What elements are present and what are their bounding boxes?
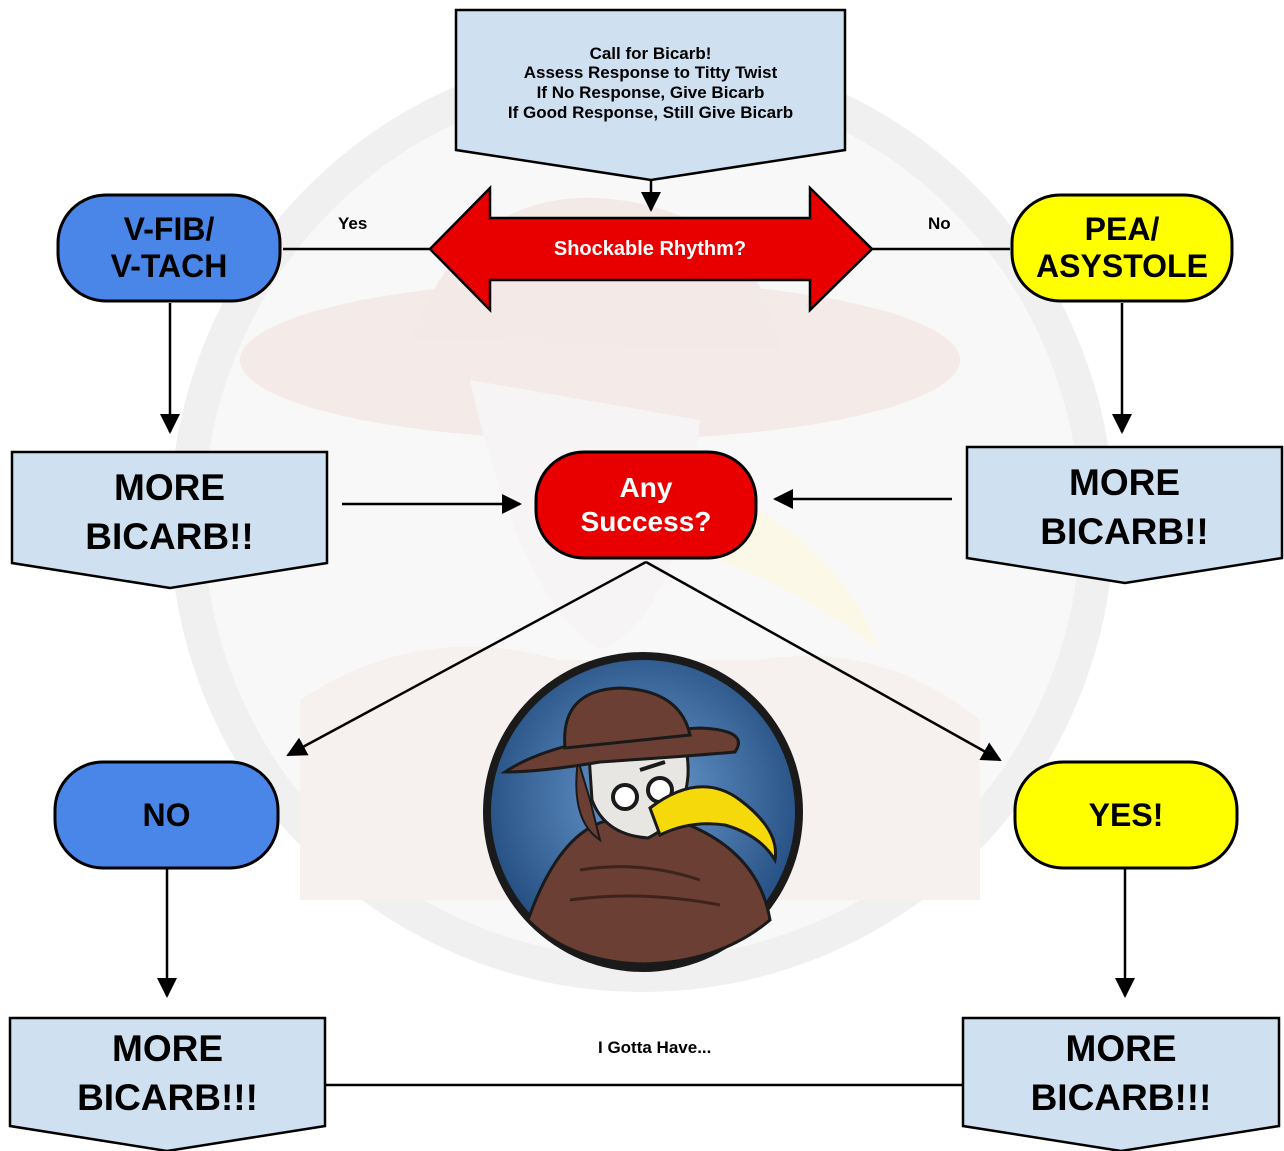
- bottom-edge-label: I Gotta Have...: [598, 1038, 712, 1057]
- left-rhythm-line-1: V-FIB/: [123, 211, 215, 248]
- left-rhythm-shape: [56, 193, 282, 303]
- connectors: [157, 178, 1135, 1087]
- bottom-right-box-shape: [961, 1016, 1281, 1151]
- mid-right-box: MORE BICARB!!: [967, 453, 1282, 563]
- bottom-right-box-line-2: BICARB!!!: [1030, 1077, 1212, 1118]
- outcome-yes-node: YES!: [1015, 762, 1237, 868]
- no-edge-label: No: [928, 214, 951, 233]
- bottom-right-box: MORE BICARB!!!: [963, 1024, 1279, 1124]
- top-box-line-1: Call for Bicarb!: [589, 43, 712, 63]
- top-box-line-2: Assess Response to Titty Twist: [523, 63, 778, 83]
- mid-right-box-line-2: BICARB!!: [1040, 511, 1209, 552]
- mid-right-box-line-1: MORE: [1069, 462, 1180, 504]
- success-to-no-connector: [286, 560, 647, 757]
- mid-left-box: MORE BICARB!!: [12, 458, 327, 568]
- success-line-1: Any: [619, 471, 673, 503]
- decision-node: Shockable Rhythm?: [490, 226, 810, 272]
- mid-left-box-shape: [10, 450, 329, 590]
- top-box-line-4: If Good Response, Still Give Bicarb: [507, 102, 794, 122]
- left-rhythm-line-2: V-TACH: [110, 248, 228, 284]
- mid-right-box-shape: [965, 445, 1284, 585]
- bottom-right-box-line-1: MORE: [1065, 1028, 1177, 1070]
- outcome-no-label: NO: [142, 796, 191, 833]
- top-box-shape: [454, 8, 847, 182]
- success-shape: [534, 450, 758, 560]
- success-line-2: Success?: [580, 506, 712, 537]
- top-box-line-3: If No Response, Give Bicarb: [536, 83, 765, 102]
- bottom-left-box-shape: [8, 1016, 327, 1151]
- outcome-no-shape: [53, 760, 280, 870]
- decision-double-arrow: [428, 184, 874, 314]
- outcome-yes-label: YES!: [1088, 796, 1164, 833]
- bottom-left-box-line-1: MORE: [112, 1028, 223, 1070]
- mid-left-box-line-2: BICARB!!: [85, 516, 254, 557]
- left-rhythm-node: V-FIB/ V-TACH: [58, 195, 280, 301]
- right-rhythm-node: PEA/ ASYSTOLE: [1012, 195, 1232, 301]
- top-box: Call for Bicarb! Assess Response to Titt…: [456, 28, 845, 138]
- bottom-left-box: MORE BICARB!!!: [10, 1024, 325, 1124]
- success-to-yes-connector: [645, 560, 1002, 762]
- outcome-yes-shape: [1013, 760, 1239, 870]
- right-rhythm-line-2: ASYSTOLE: [1036, 248, 1208, 284]
- success-node: Any Success?: [536, 452, 756, 558]
- mid-left-box-line-1: MORE: [114, 467, 225, 509]
- decision-label: Shockable Rhythm?: [553, 237, 747, 260]
- outcome-no-node: NO: [55, 762, 278, 868]
- bottom-left-box-line-2: BICARB!!!: [77, 1077, 258, 1118]
- yes-edge-label: Yes: [338, 214, 368, 233]
- right-rhythm-shape: [1010, 193, 1234, 303]
- right-rhythm-line-1: PEA/: [1084, 211, 1160, 248]
- plague-doctor-medallion: [483, 652, 803, 972]
